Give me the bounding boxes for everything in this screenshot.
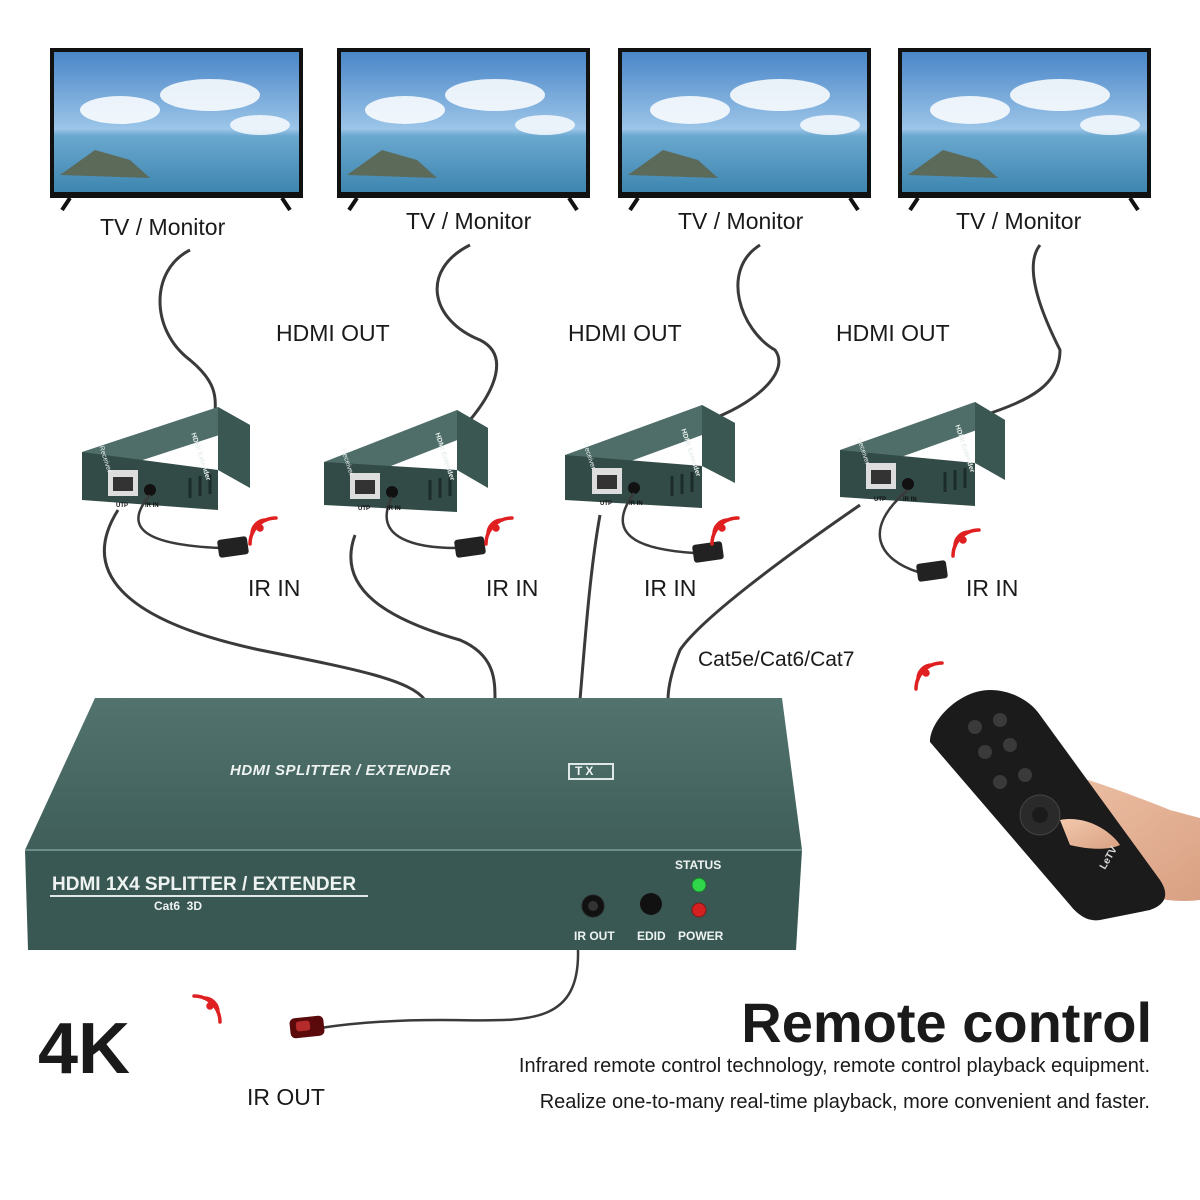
edid-button[interactable] xyxy=(640,893,662,915)
power-led xyxy=(691,902,707,918)
transmitter-front xyxy=(25,850,802,950)
hdmi-out-label-1: HDMI OUT xyxy=(276,320,390,346)
receiver-2-irin-label: IR IN xyxy=(387,506,401,512)
badge-4k: 4K xyxy=(38,1009,131,1089)
status-label: STATUS xyxy=(675,858,722,872)
ir-in-jack xyxy=(628,482,640,494)
remote-control-line-1: Infrared remote control technology, remo… xyxy=(518,1055,1150,1077)
remote-control-title: Remote control xyxy=(741,991,1152,1054)
remote-control-line-2: Realize one-to-many real-time playback, … xyxy=(539,1091,1150,1113)
receiver-1-irin-label: IR IN xyxy=(145,503,159,509)
ir-sensors xyxy=(217,536,948,582)
receiver-1-utp-label: UTP xyxy=(116,503,128,509)
ir-in-jack xyxy=(144,484,156,496)
signal-icon xyxy=(192,516,981,1024)
hdmi-cables xyxy=(158,243,1062,421)
receiver-2 xyxy=(324,410,488,512)
ir-in-jack xyxy=(386,486,398,498)
receiver-3 xyxy=(565,405,735,508)
tv-monitor-2 xyxy=(337,48,590,212)
receiver-3-irin-label: IR IN xyxy=(629,501,643,507)
transmitter-splitter xyxy=(25,698,802,950)
ir-in-jack xyxy=(902,478,914,490)
tv-label-3: TV / Monitor xyxy=(678,208,804,234)
receiver-2-utp-label: UTP xyxy=(358,506,370,512)
tv-monitor-3 xyxy=(618,48,871,212)
transmitter-front-sub: Cat6 3D xyxy=(154,899,203,913)
receiver-4 xyxy=(840,402,1005,506)
ir-out-label: IR OUT xyxy=(247,1084,325,1110)
tv-label-4: TV / Monitor xyxy=(956,208,1082,234)
cat-cables xyxy=(102,503,861,701)
ir-sensor-cables xyxy=(137,489,919,574)
receiver-4-utp-label: UTP xyxy=(874,497,886,503)
receiver-3-utp-label: UTP xyxy=(600,501,612,507)
transmitter-top-label: HDMI SPLITTER / EXTENDER xyxy=(230,762,452,779)
tx-badge: TX xyxy=(575,764,597,778)
ir-in-label-2: IR IN xyxy=(486,575,539,601)
receiver-4-irin-label: IR IN xyxy=(903,497,917,503)
ir-in-label-3: IR IN xyxy=(644,575,697,601)
ir-out-port-label: IR OUT xyxy=(574,929,615,943)
tv-monitor-4 xyxy=(898,48,1151,212)
ir-in-label-4: IR IN xyxy=(966,575,1019,601)
edid-label: EDID xyxy=(637,929,666,943)
power-label: POWER xyxy=(678,929,724,943)
status-led xyxy=(691,877,707,893)
ir-emitter xyxy=(289,1015,325,1039)
hdmi-out-label-2: HDMI OUT xyxy=(568,320,682,346)
cable-type-label: Cat5e/Cat6/Cat7 xyxy=(698,648,855,671)
ir-out-cable xyxy=(319,949,580,1030)
ir-in-label-1: IR IN xyxy=(248,575,301,601)
tv-label-2: TV / Monitor xyxy=(406,208,532,234)
hdmi-out-label-3: HDMI OUT xyxy=(836,320,950,346)
transmitter-top xyxy=(25,698,802,850)
tv-label-1: TV / Monitor xyxy=(100,214,226,240)
transmitter-front-title: HDMI 1X4 SPLITTER / EXTENDER xyxy=(52,874,357,895)
remote-control xyxy=(930,690,1200,921)
tv-monitor-1 xyxy=(50,48,303,212)
receiver-1 xyxy=(82,407,250,510)
